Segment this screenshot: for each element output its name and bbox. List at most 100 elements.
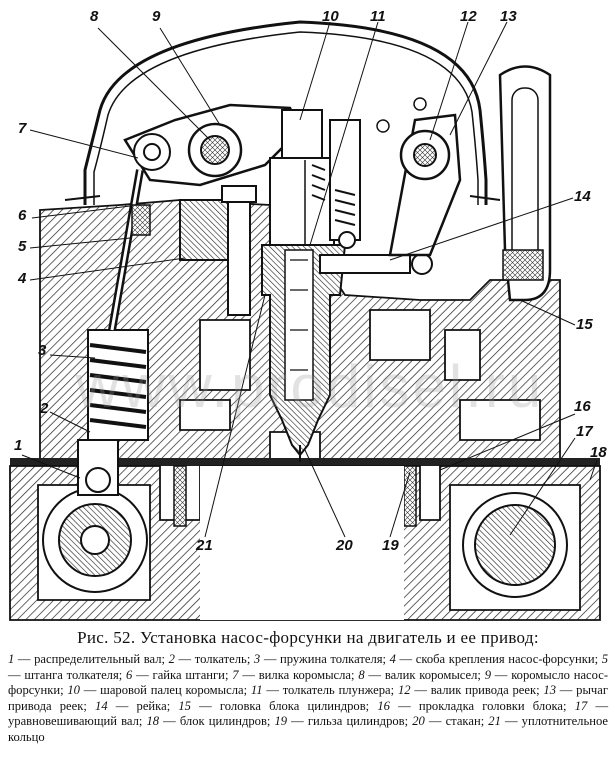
legend-item-number: 7 [232,667,239,682]
legend-item-number: 5 [601,652,609,666]
legend-item: 15 — головка блока цилиндров; [178,698,378,713]
legend-item-number: 3 [253,652,261,666]
clamp-bolt [179,185,257,316]
legend-item-number: 1 [8,652,15,666]
callout-8: 8 [90,8,99,25]
callout-17: 17 [576,423,593,440]
callout-12: 12 [460,8,477,25]
legend-item-number: 11 [250,683,263,698]
legend-item-text: распределительный вал [34,652,162,666]
legend-item-text: головка блока цилиндров [219,698,366,713]
cylinder-liner [173,465,417,527]
legend-item: 18 — блок цилиндров; [146,714,275,729]
legend-item: 11 — толкатель плунжера; [250,683,398,698]
callout-3: 3 [38,342,47,359]
legend-item-text: стакан [445,714,481,729]
callout-6: 6 [18,207,27,224]
valve-cover [64,20,501,205]
legend-item-text: рейка [136,698,167,713]
figure-caption: Рис. 52. Установка насос-форсунки на дви… [8,628,608,746]
head-gasket [10,458,600,466]
legend-item: 2 — толкатель; [168,652,254,666]
caption-legend: 1 — распределительный вал; 2 — толкатель… [8,652,608,746]
callout-20: 20 [336,537,353,554]
legend-item: 5 — штанга толкателя; [8,652,609,682]
callout-5: 5 [18,238,27,255]
legend-item-number: 10 [67,683,80,698]
legend-item-text: шаровой палец коромысла [100,683,244,698]
legend-item: 3 — пружина толкателя; [253,652,390,666]
legend-item: 16 — прокладка головки блока; [377,698,575,713]
legend-item-text: вилка коромысла [258,667,352,682]
legend-item-number: 21 [488,714,501,729]
callout-16: 16 [574,398,591,415]
legend-item: 20 — стакан; [412,714,489,729]
legend-item: 10 — шаровой палец коромысла; [67,683,251,698]
legend-item-number: 18 [146,714,160,729]
legend-item-text: блок цилиндров [179,714,267,729]
legend-item-number: 15 [178,698,191,713]
legend-item-text: уплотнительное кольцо [8,714,608,744]
legend-item: 19 — гильза цилиндров; [274,714,413,729]
legend-item-text: гайка штанги [152,667,225,682]
legend-item-text: гильза цилиндров [307,714,405,729]
legend-item-number: 8 [358,667,365,682]
fuel-connector [329,119,361,249]
callout-2: 2 [40,400,49,417]
callout-18: 18 [590,444,607,461]
unit-injector [261,109,347,462]
callout-19: 19 [382,537,399,554]
legend-item-text: толкатель [194,652,247,666]
legend-item-text: штанга толкателя [24,667,119,682]
cylinder-bore [200,466,404,620]
callout-4: 4 [18,270,27,287]
leader-lines [21,21,598,538]
engine-cross-section-drawing [9,20,601,621]
legend-item-text: пружина толкателя [280,652,383,666]
legend-item-number: 14 [95,698,108,713]
callout-15: 15 [576,316,593,333]
legend-item-text: коромысло насос-форсунки [8,667,609,698]
legend-item-text: рычаг привода реек [8,683,609,713]
watermark: www.prodisel.ru [75,353,545,420]
legend-item: 12 — валик привода реек; [397,683,544,698]
legend-item: 9 — коромысло насос-форсунки; [8,667,609,698]
legend-item-number: 9 [484,667,492,682]
legend-item: 17 — уравновешивающий вал; [8,698,609,729]
legend-item-number: 4 [389,652,396,666]
legend-item-number: 2 [168,652,175,666]
legend-item-number: 20 [412,714,425,729]
legend-item: 8 — валик коромысел; [358,667,485,682]
camshaft [42,487,148,593]
callout-11: 11 [370,8,386,25]
callout-10: 10 [322,8,339,25]
legend-item: 6 — гайка штанги; [126,667,233,682]
legend-item: 1 — распределительный вал; [8,652,169,666]
legend-item-text: валик привода реек [430,683,537,698]
legend-item-number: 6 [126,667,133,682]
rack-assembly [319,97,462,275]
legend-item-number: 19 [274,714,288,729]
legend-item: 21 — уплотнительное кольцо [8,714,608,744]
callout-9: 9 [152,8,161,25]
legend-item: 13 — рычаг привода реек; [8,683,609,713]
legend-item-number: 17 [574,698,588,713]
callout-14: 14 [574,188,591,205]
callout-7: 7 [18,120,27,137]
legend-item-number: 16 [377,698,390,713]
legend-item-text: уравновешивающий вал [8,714,139,729]
callout-21: 21 [196,537,213,554]
rack-control-handle [498,65,552,302]
callout-1: 1 [14,437,23,454]
legend-item: 7 — вилка коромысла; [232,667,359,682]
tappet-assembly [77,169,151,496]
caption-title: Рис. 52. Установка насос-форсунки на дви… [77,628,539,647]
callout-13: 13 [500,8,517,25]
legend-item: 14 — рейка; [95,698,179,713]
legend-item-number: 13 [543,683,556,698]
legend-item-text: прокладка головки блока [418,698,564,713]
legend-item: 4 — скоба крепления насос-форсунки; [389,652,602,666]
balance-shaft [462,492,568,598]
legend-item-text: скоба крепления насос-форсунки [415,652,595,666]
legend-item-text: толкатель плунжера [282,683,391,698]
